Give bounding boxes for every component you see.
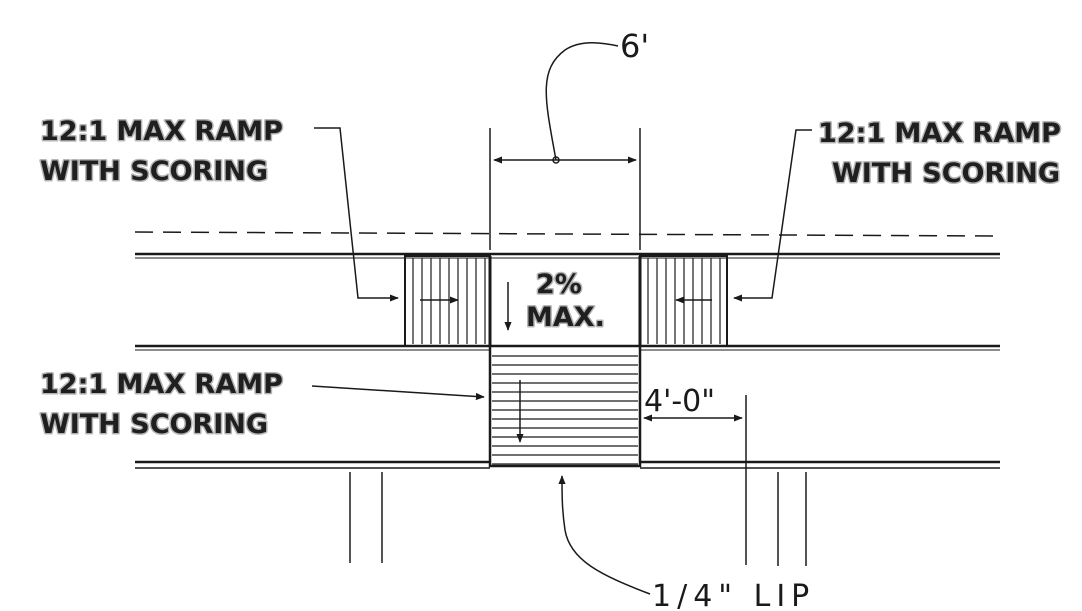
landing-slope-note: 2% MAX.: [525, 268, 607, 335]
left-side-ramp: [404, 255, 491, 347]
lower-left-posts: [349, 472, 383, 563]
callout-lower-left-line2: WITH SCORING: [40, 409, 268, 440]
callout-upper-left: 12:1 MAX RAMP WITH SCORING: [39, 115, 285, 189]
dashed-property-line: [134, 231, 1001, 237]
lower-left-leader: [311, 385, 485, 401]
crossing-width-dimension: 6': [489, 27, 649, 250]
offset-dimension: 4'-0": [643, 384, 747, 565]
callout-upper-left-line1: 12:1 MAX RAMP: [40, 116, 283, 147]
sidewalk-top-edge: [135, 252, 1000, 259]
callout-upper-left-line2: WITH SCORING: [40, 156, 268, 187]
crossing-width-value: 6': [620, 27, 649, 65]
right-ramp-scoring: [647, 258, 721, 344]
landing-slope-line1: 2%: [536, 269, 582, 300]
upper-right-leader: [733, 129, 812, 302]
lip-label: 1/4" LIP: [652, 579, 815, 611]
landing: [488, 256, 642, 346]
main-ramp: [488, 344, 642, 468]
callout-lower-left: 12:1 MAX RAMP WITH SCORING: [39, 368, 285, 442]
upper-left-leader: [314, 127, 399, 302]
gutter-line: [135, 460, 1000, 469]
main-ramp-scoring: [492, 355, 638, 465]
callout-upper-right-line2: WITH SCORING: [832, 158, 1060, 189]
callout-lower-left-line1: 12:1 MAX RAMP: [40, 369, 283, 400]
right-side-ramp: [639, 255, 728, 347]
lip-leader: [558, 475, 651, 595]
lower-right-posts: [777, 472, 807, 566]
offset-value: 4'-0": [644, 384, 715, 419]
left-ramp-scoring: [412, 258, 486, 344]
landing-slope-line2: MAX.: [526, 302, 605, 333]
callout-upper-right-line1: 12:1 MAX RAMP: [818, 118, 1061, 149]
callout-upper-right: 12:1 MAX RAMP WITH SCORING: [817, 117, 1063, 191]
